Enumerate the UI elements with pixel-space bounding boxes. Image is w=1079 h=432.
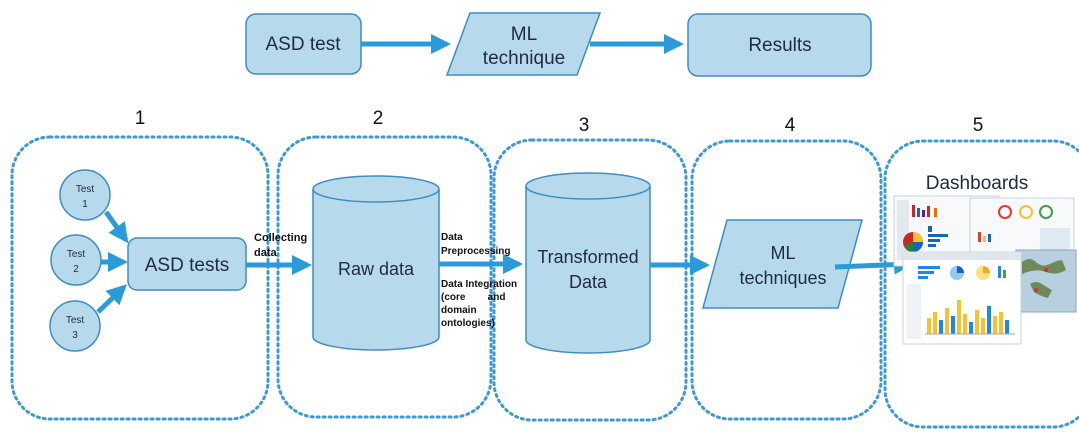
test-1-label-2: 1	[82, 199, 88, 210]
collecting-data-label-2: data	[254, 247, 278, 259]
ml-techniques-shape: ML techniques	[702, 219, 863, 309]
legend-asd-test-label: ASD test	[266, 34, 342, 55]
collecting-data-label-1: Collecting	[254, 232, 307, 244]
test-1-node	[59, 169, 111, 221]
transformed-data-cylinder: Transformed Data	[525, 172, 651, 354]
legend-ml-technique-label-2: technique	[483, 48, 565, 69]
stage-2-container	[276, 135, 493, 419]
stage-number-5: 5	[973, 115, 984, 136]
stage-4-container	[690, 139, 883, 421]
arrow-test-1-to-asd	[103, 210, 129, 244]
arrow-test-3-to-asd	[96, 284, 127, 314]
legend-row: ASD test ML technique Results	[245, 12, 872, 77]
transformed-data-label-2: Data	[569, 272, 608, 292]
stage-number-3: 3	[579, 115, 590, 136]
test-2-node	[50, 234, 102, 286]
stage-3-container	[492, 138, 688, 422]
stage-number-1: 1	[135, 108, 146, 129]
legend-ml-technique-label-1: ML	[511, 24, 537, 45]
raw-data-cylinder: Raw data	[312, 175, 440, 351]
integration-label-2: (core and	[441, 292, 505, 303]
stage-number-2: 2	[373, 108, 384, 129]
ml-techniques-label-2: techniques	[739, 268, 826, 288]
stage-5-container	[883, 139, 1079, 429]
legend-ml-technique-shape	[445, 12, 602, 76]
ml-techniques-label-1: ML	[770, 243, 795, 263]
transformed-data-label-1: Transformed	[537, 247, 638, 267]
stage-number-4: 4	[785, 115, 796, 136]
integration-label-1: Data Integration	[441, 279, 517, 290]
test-2-label-1: Test	[67, 249, 86, 260]
stage-1-container	[10, 135, 270, 421]
legend-results-label: Results	[748, 35, 811, 56]
integration-label-4: ontologies)	[441, 318, 495, 329]
test-2-label-2: 2	[73, 264, 79, 275]
legend-results-box	[687, 13, 872, 77]
preprocessing-label-2: Preprocessing	[441, 246, 510, 257]
test-3-label-1: Test	[66, 315, 85, 326]
preprocessing-label-1: Data	[441, 232, 463, 243]
raw-data-label: Raw data	[338, 259, 415, 279]
asd-tests-label: ASD tests	[145, 255, 229, 276]
test-3-label-2: 3	[72, 330, 78, 341]
dashboard-screenshots-icon	[893, 195, 1077, 345]
stage-1: Test 1 Test 2 Test 3 ASD tests	[49, 169, 247, 352]
test-3-node	[49, 300, 101, 352]
dashboards-title: Dashboards	[926, 173, 1028, 194]
integration-label-3: domain	[441, 305, 477, 316]
test-1-label-1: Test	[76, 184, 95, 195]
